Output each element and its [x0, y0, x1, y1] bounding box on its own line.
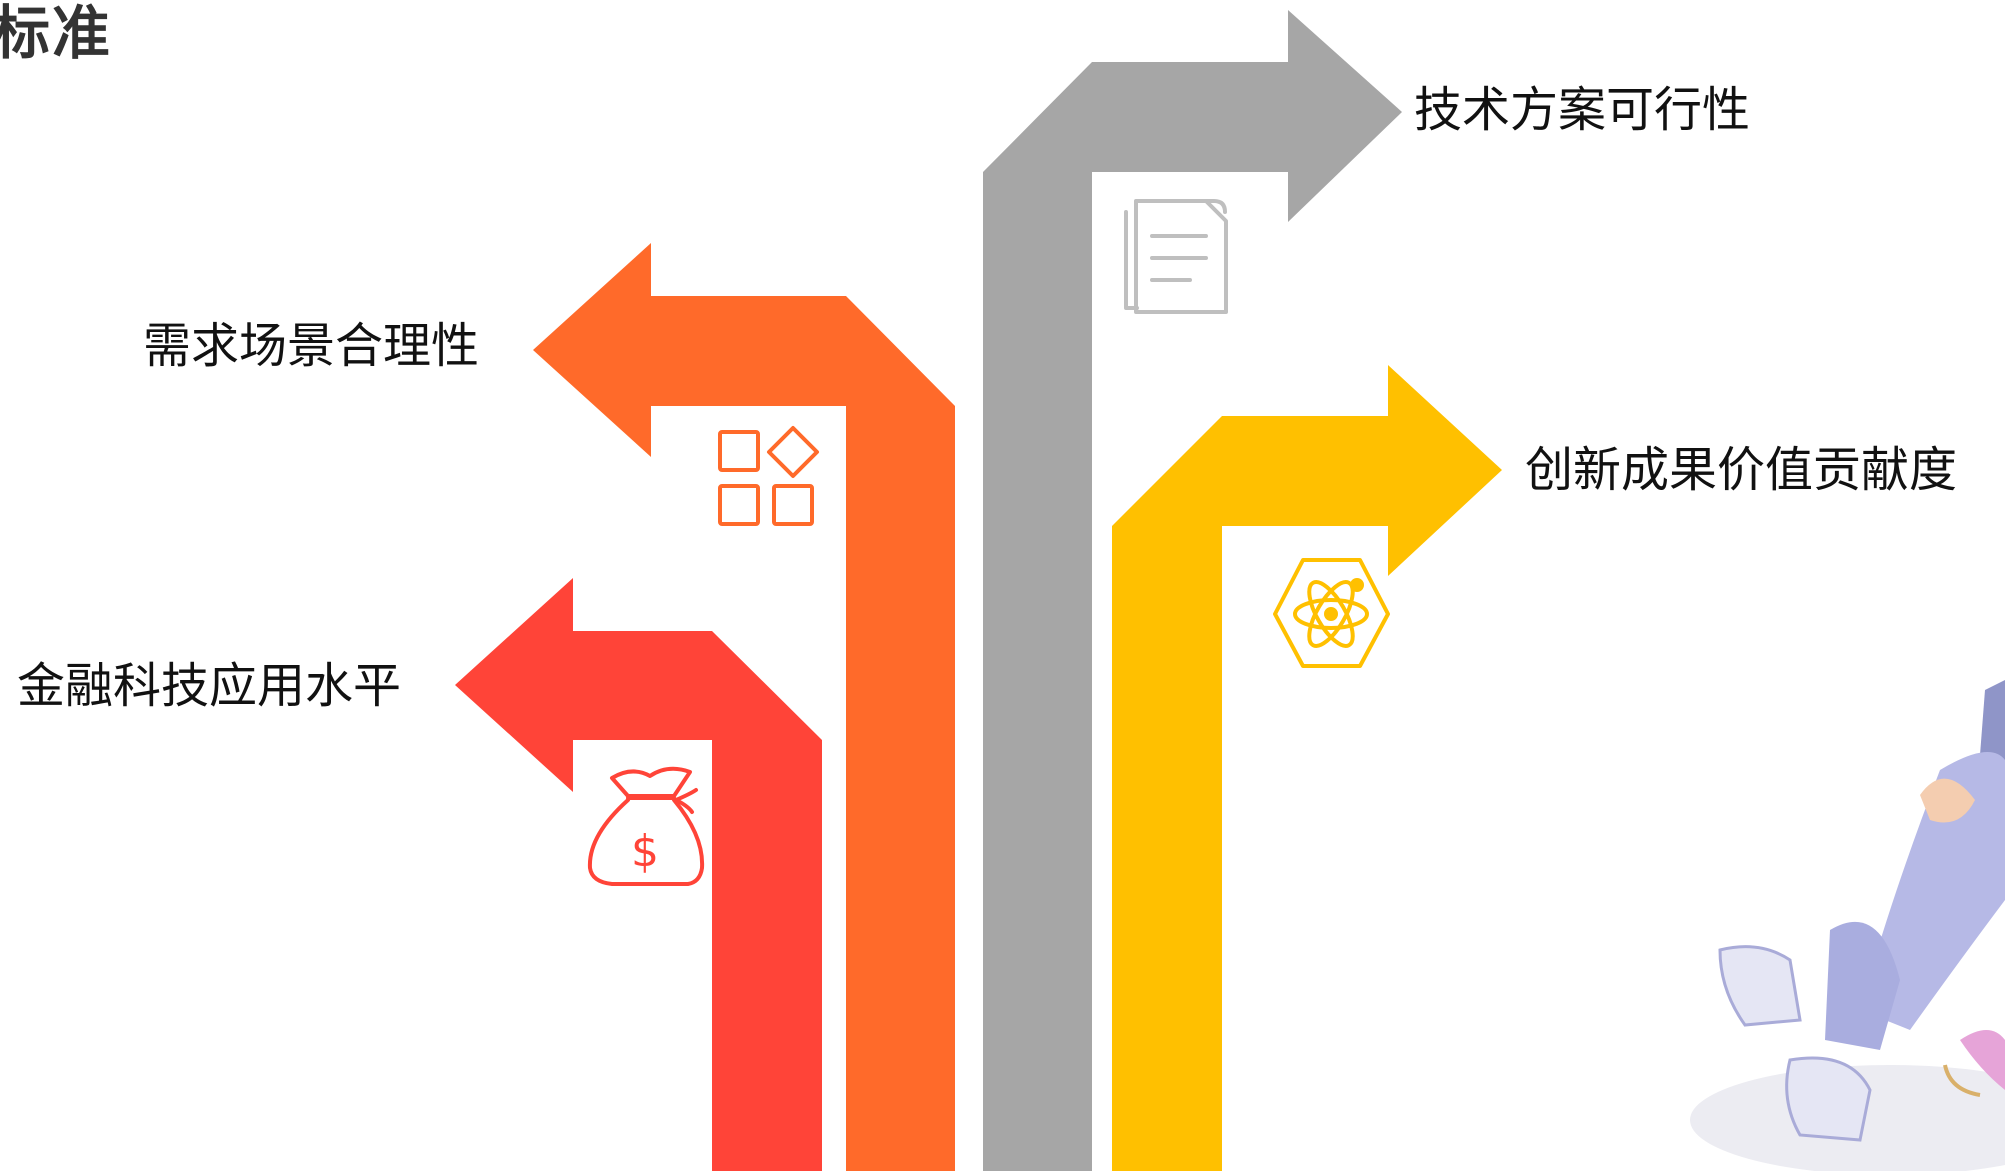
- arrow-fintech: [455, 578, 822, 1171]
- apps-grid-icon: [718, 426, 819, 526]
- arrow-innovation-shape: [1112, 365, 1502, 1171]
- label-demand: 需求场景合理性: [143, 318, 480, 374]
- arrow-innovation: [1112, 365, 1502, 1171]
- label-innovation: 创新成果价值贡献度: [1525, 442, 1958, 498]
- atom-icon: [1273, 558, 1390, 668]
- document-icon: [1124, 199, 1228, 314]
- arrow-fintech-shape: [455, 578, 822, 1171]
- arrow-demand-shape: [533, 243, 955, 1171]
- character-illustration: [1690, 680, 2005, 1171]
- arrow-tech-shape: [983, 10, 1402, 1171]
- label-tech: 技术方案可行性: [1414, 82, 1751, 138]
- page-title-fragment: 标准: [0, 0, 113, 67]
- arrow-demand: [533, 243, 955, 1171]
- label-fintech: 金融科技应用水平: [17, 658, 402, 714]
- money-bag-icon: $: [587, 766, 705, 886]
- svg-text:$: $: [631, 826, 659, 877]
- arrow-tech: [983, 10, 1402, 1171]
